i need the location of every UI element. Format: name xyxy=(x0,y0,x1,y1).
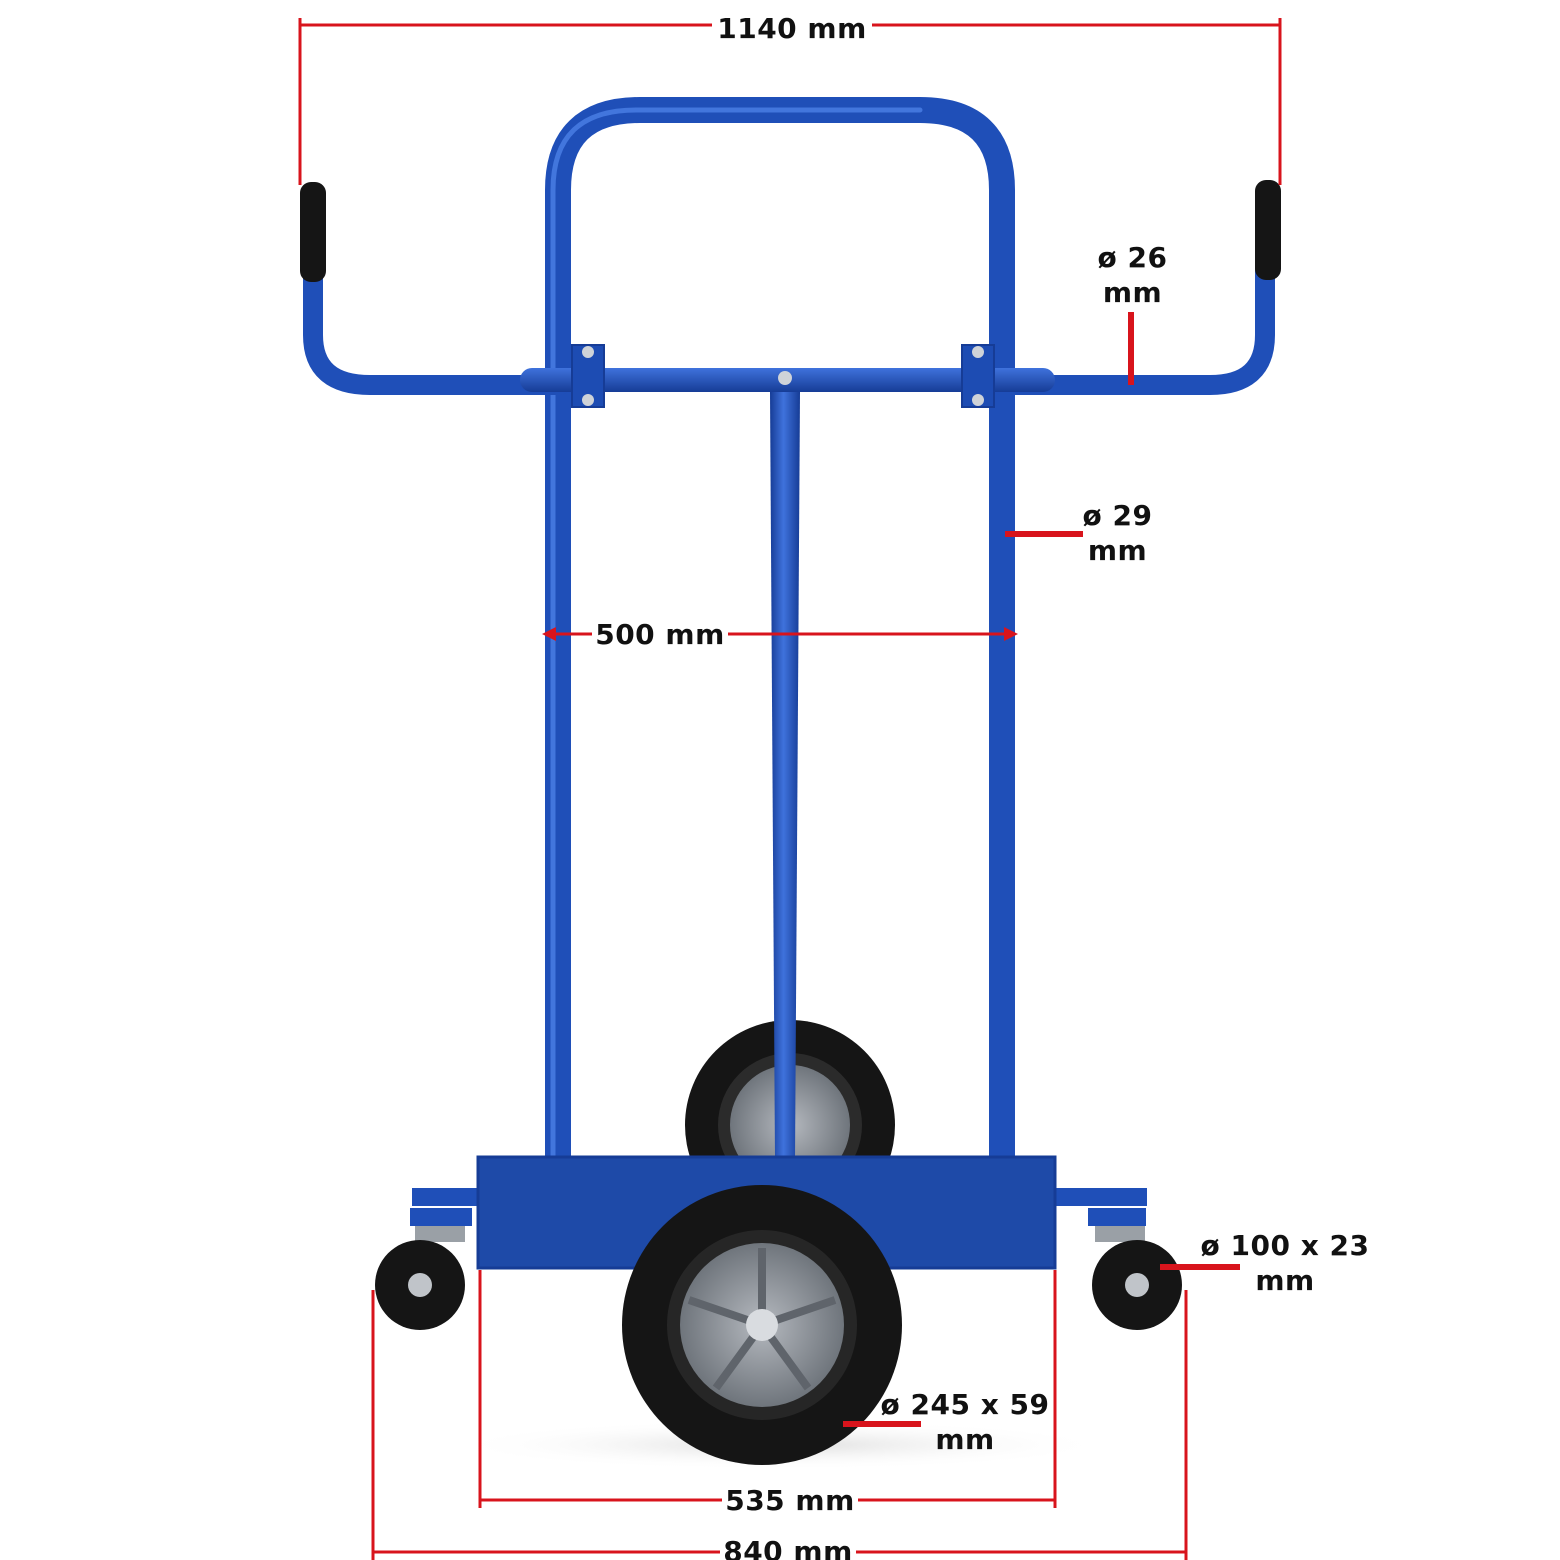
left-side-handle xyxy=(303,230,570,395)
frame-tube-label-line1: ø 29 xyxy=(1082,499,1153,532)
right-side-handle xyxy=(990,230,1275,395)
arrowheads xyxy=(542,627,1018,641)
main-wheel-label: ø 245 x 59 mm xyxy=(870,1387,1060,1457)
left-bracket xyxy=(571,344,605,408)
overall-width-label: 1140 mm xyxy=(712,11,872,46)
left-grip xyxy=(300,182,326,282)
right-grip xyxy=(1255,180,1281,280)
frame-tube-label: ø 29 mm xyxy=(1055,498,1180,568)
handle-tube-label-line2: mm xyxy=(1102,276,1163,309)
inner-width-label: 500 mm xyxy=(592,617,728,652)
handle-tube-label-line1: ø 26 xyxy=(1097,241,1168,274)
callout-leaders xyxy=(843,312,1240,1427)
right-castor xyxy=(1088,1208,1182,1330)
castor-wheel-label: ø 100 x 23 mm xyxy=(1190,1228,1380,1298)
main-wheel-label-line2: mm xyxy=(935,1423,995,1456)
center-bolt xyxy=(778,371,792,385)
handle-tube-label: ø 26 mm xyxy=(1070,240,1195,310)
castor-wheel-label-line2: mm xyxy=(1255,1264,1315,1297)
castor-wheel-label-line1: ø 100 x 23 xyxy=(1200,1229,1370,1262)
center-post xyxy=(770,392,800,1160)
frame-tube-label-line2: mm xyxy=(1087,534,1148,567)
left-castor xyxy=(375,1208,472,1330)
base-plate-width-label: 535 mm xyxy=(722,1483,858,1518)
front-main-wheel xyxy=(622,1185,902,1465)
wheel-track-label: 840 mm xyxy=(720,1534,856,1560)
main-wheel-label-line1: ø 245 x 59 xyxy=(880,1388,1050,1421)
right-bracket xyxy=(961,344,995,408)
